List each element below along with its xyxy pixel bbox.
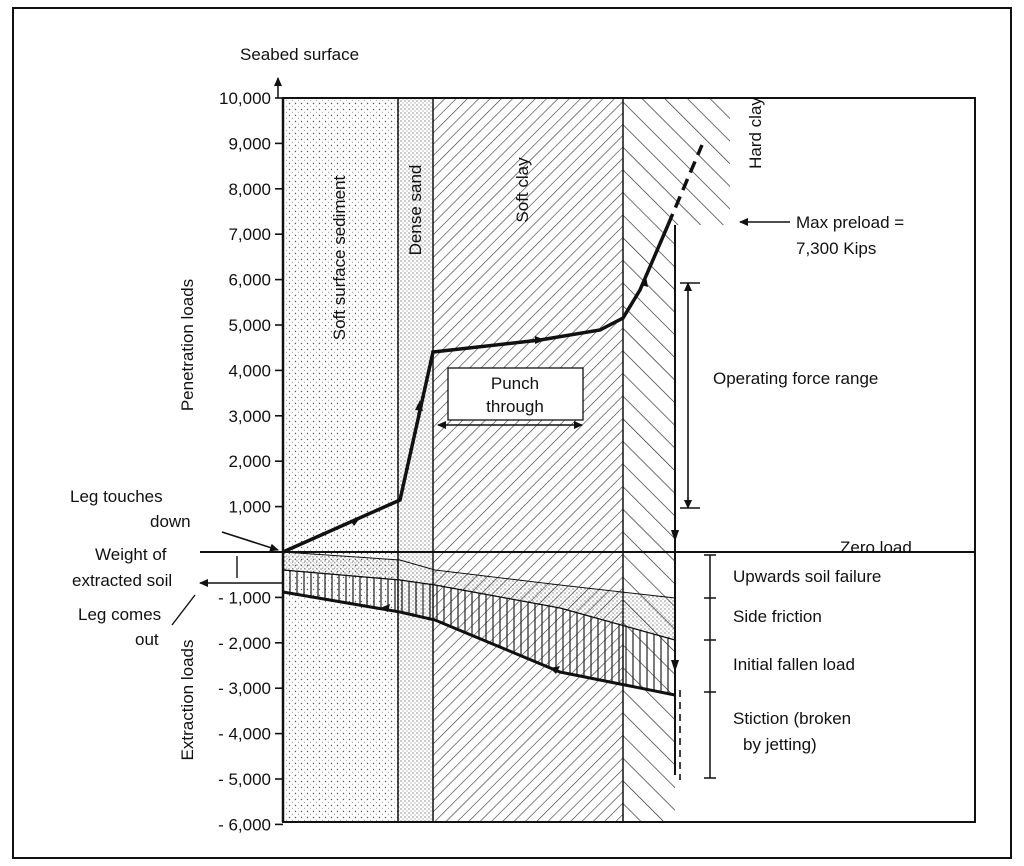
leg-touches-label-2: down: [150, 512, 191, 531]
axis-tick-label: - 3,000: [218, 679, 271, 698]
pen-arrow-1: [350, 518, 360, 526]
axis-tick-label: 5,000: [228, 316, 271, 335]
soft-clay-layer: [433, 98, 623, 822]
descent-arrow-1: [671, 530, 679, 542]
seabed-label: Seabed surface: [240, 45, 359, 64]
axis-tick-label: 9,000: [228, 134, 271, 153]
punch-through-box: [447, 367, 584, 421]
hard-clay-label: Hard clay: [746, 97, 765, 169]
axis-tick-label: - 5,000: [218, 770, 271, 789]
pen-arrow-2: [415, 400, 423, 411]
outer-frame: [12, 7, 1012, 859]
stiction-label-1: Stiction (broken: [733, 709, 851, 728]
leg-comes-pointer: [171, 594, 196, 626]
extraction-curve: [282, 590, 676, 697]
extraction-axis-label: Extraction loads: [178, 640, 197, 761]
axis-tick-label: 2,000: [228, 452, 271, 471]
dense-sand-label: Dense sand: [406, 165, 425, 256]
axis-tick-label: - 6,000: [218, 815, 271, 834]
soft-clay-label: Soft clay: [513, 157, 532, 223]
leg-touches-label-1: Leg touches: [70, 487, 163, 506]
leg-comes-label-1: Leg comes: [78, 605, 161, 624]
weight-label-2: extracted soil: [72, 571, 172, 590]
tick-group: 10,000 9,000 8,000 7,000 6,000 5,000 4,000 3,00…: [218, 89, 283, 834]
penetration-curve-dashed: [666, 144, 704, 226]
operating-force-range-label: Operating force range: [713, 369, 878, 388]
axis-tick-label: - 2,000: [218, 634, 271, 653]
pen-arrow-3: [535, 336, 545, 344]
initial-fallen-load-label: Initial fallen load: [733, 655, 855, 674]
weight-label-1: Weight of: [95, 545, 167, 564]
ext-arrow-2: [550, 666, 560, 674]
leg-touches-pointer: [221, 531, 279, 552]
dense-sand-layer: [398, 98, 433, 822]
side-friction-label: Side friction: [733, 607, 822, 626]
max-preload-label-1: Max preload =: [796, 213, 904, 232]
punch-through-label-2: through: [486, 397, 544, 416]
axis-tick-label: 8,000: [228, 180, 271, 199]
zero-load-label: Zero load: [840, 538, 912, 557]
hard-clay-layer: [623, 98, 675, 822]
axis-tick-label: 4,000: [228, 361, 271, 380]
axis-tick-label: - 1,000: [218, 588, 271, 607]
axis-tick-label: 6,000: [228, 271, 271, 290]
leg-comes-label-2: out: [135, 630, 159, 649]
stiction-label-2: by jetting): [743, 735, 817, 754]
ext-arrow-1: [380, 604, 390, 612]
descent-arrow-2: [671, 660, 679, 672]
penetration-curve: [282, 224, 670, 554]
punch-through-label-1: Punch: [491, 374, 539, 393]
soft-surface-sediment-label: Soft surface sediment: [330, 176, 349, 341]
axis-tick-label: 1,000: [228, 498, 271, 517]
axis-tick-label: 10,000: [219, 89, 271, 108]
max-preload-label-2: 7,300 Kips: [796, 239, 876, 258]
axis-tick-label: 3,000: [228, 407, 271, 426]
penetration-axis-label: Penetration loads: [178, 279, 197, 411]
axis-tick-label: - 4,000: [218, 725, 271, 744]
upwards-soil-failure-label: Upwards soil failure: [733, 567, 881, 586]
pen-arrow-4: [641, 276, 648, 287]
hard-clay-upper-layer: [675, 98, 730, 225]
axis-tick-label: 7,000: [228, 225, 271, 244]
soft-surface-sediment-layer: [283, 98, 398, 822]
